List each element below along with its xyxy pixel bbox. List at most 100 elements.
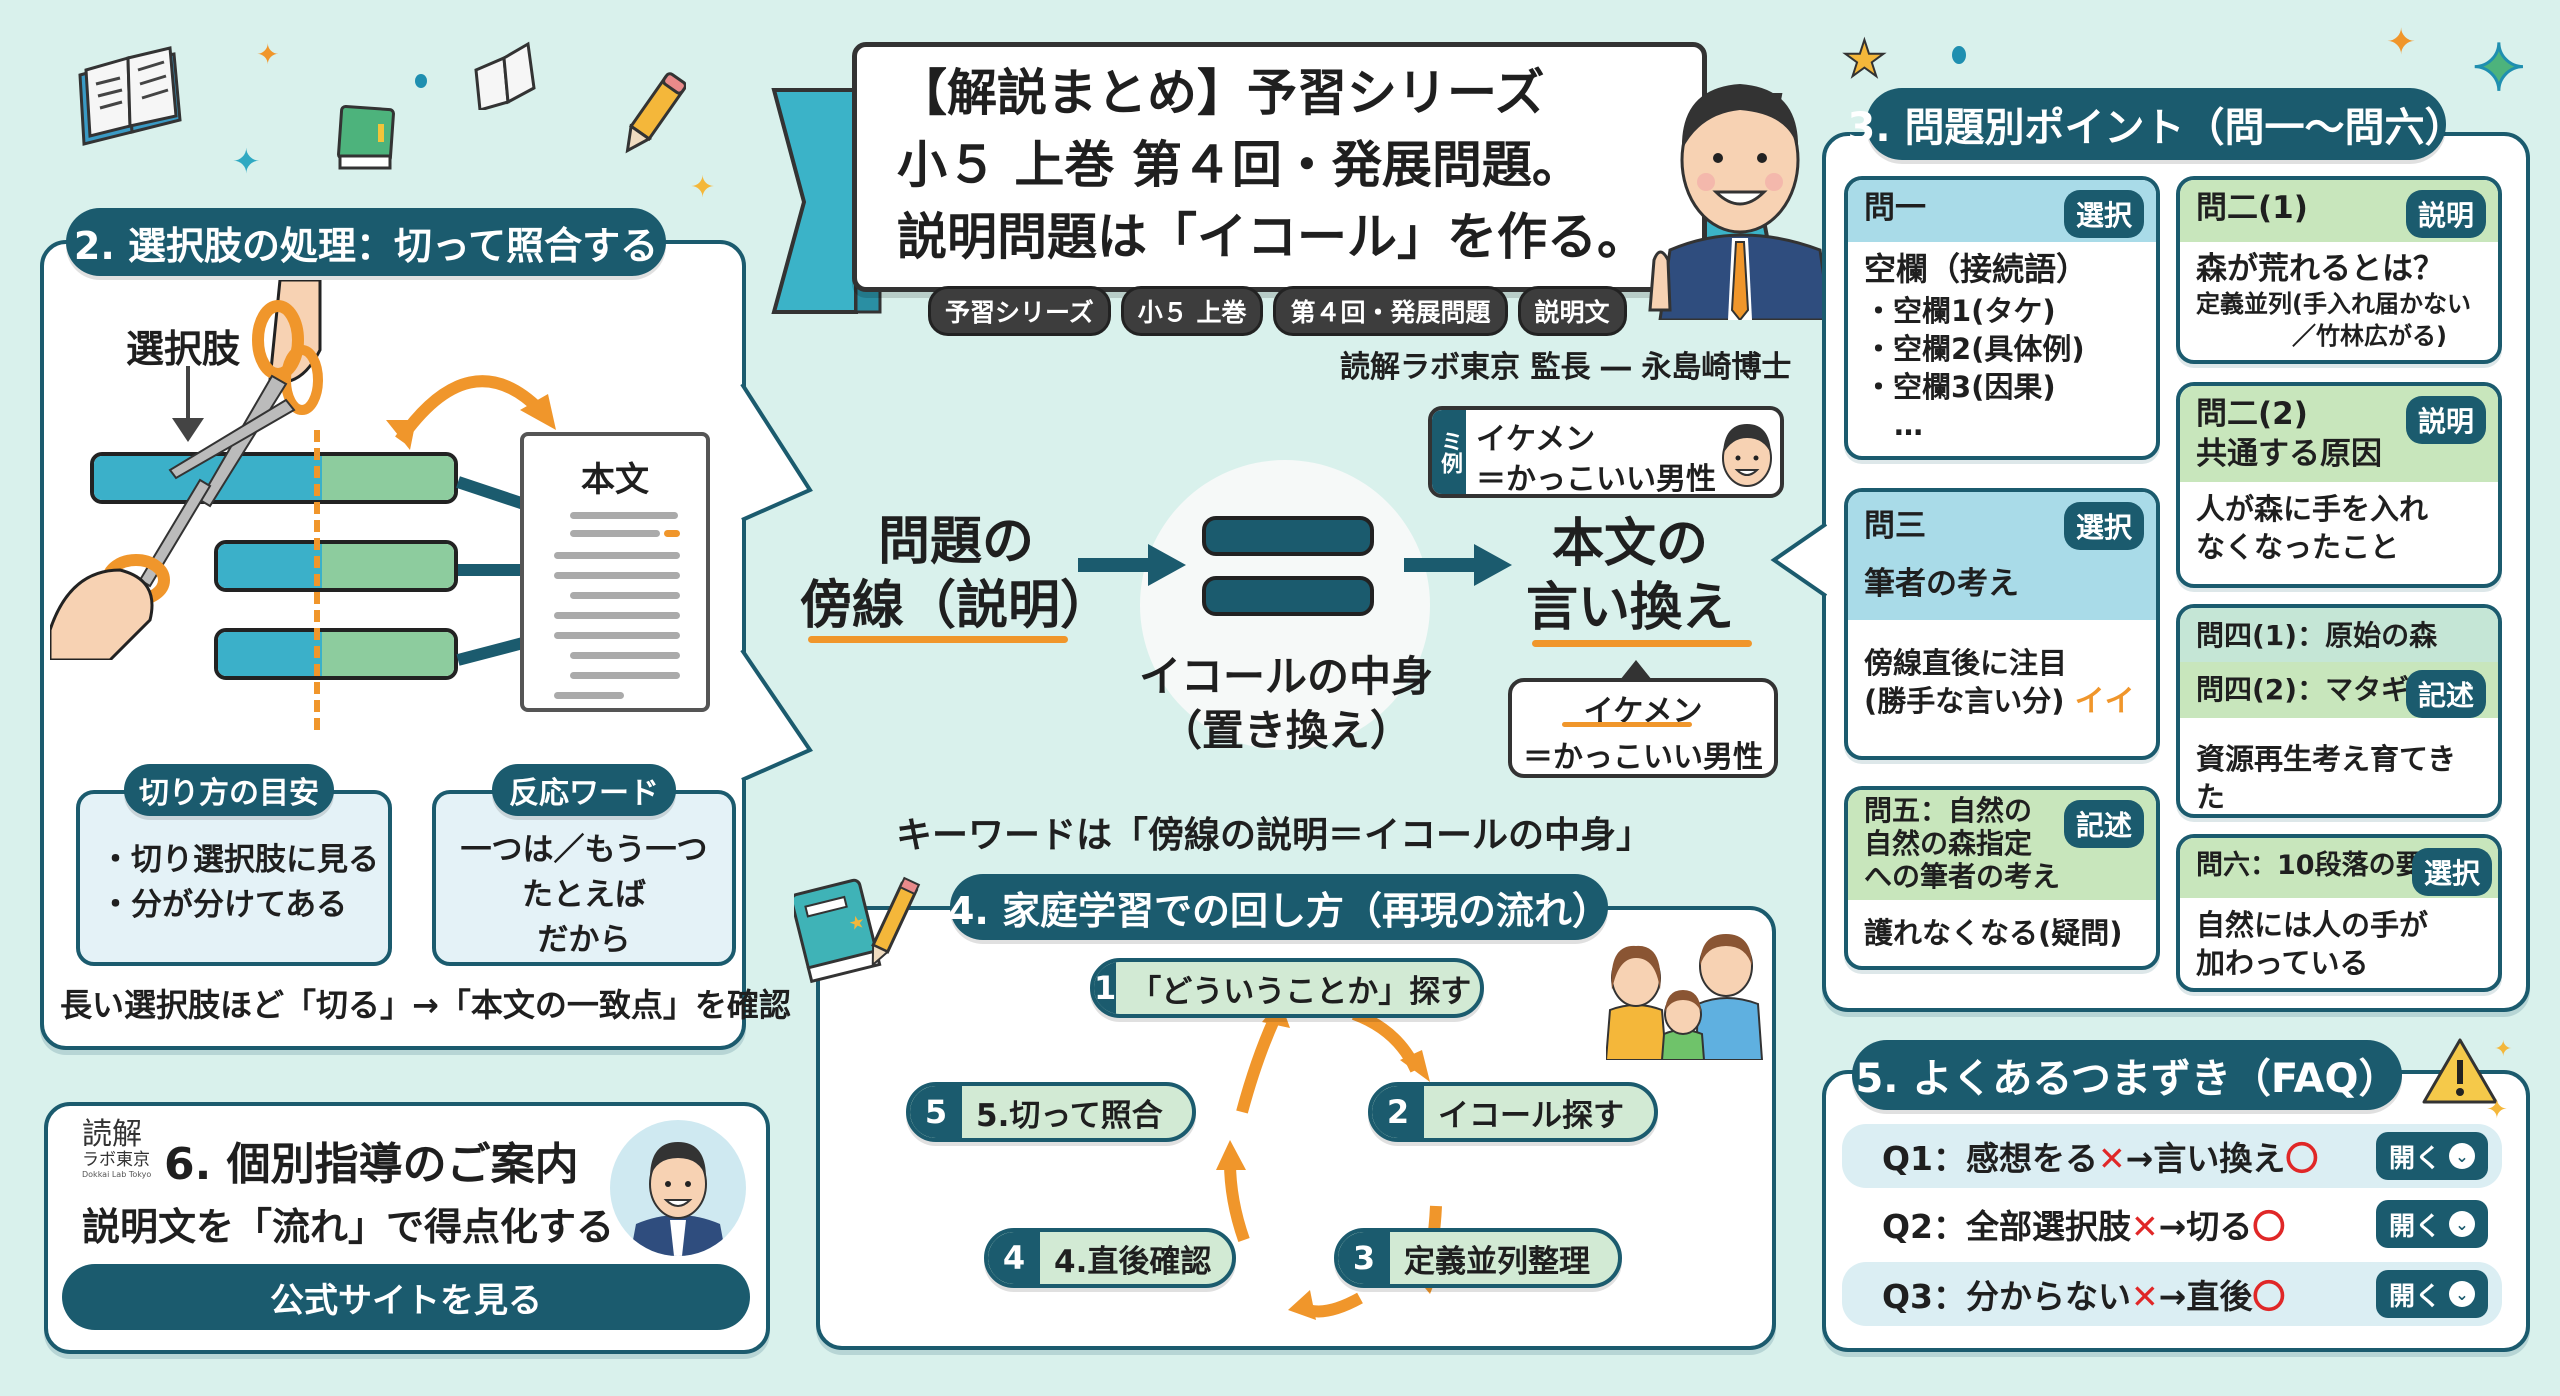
svg-text:✦: ✦ [2486, 1095, 2508, 1120]
type-badge: 記述 [2405, 670, 2486, 718]
correct-mark-icon: 〇 [2285, 1139, 2319, 1178]
sparkle-icon: ✦ [232, 142, 261, 182]
type-badge: 説明 [2405, 396, 2486, 444]
equal-bar-top [1202, 516, 1374, 556]
question-card-1: 問一選択 空欄（接続語） ・空欄1(タケ) ・空欄2(具体例) ・空欄3(因果)… [1844, 176, 2160, 460]
faq-open-button[interactable]: 開く⌄ [2376, 1270, 2488, 1318]
sparkle-icon: ✦ [256, 38, 280, 71]
cut-guide-box: ・切り選択肢に見る ・分が分けてある [76, 790, 392, 966]
family-illustration [1606, 934, 1764, 1060]
star-icon: ★ [1841, 29, 1888, 89]
chevron-down-icon: ⌄ [2449, 1211, 2475, 1237]
dot-decoration [1952, 46, 1966, 64]
warning-icon: ✦ ✦ [2422, 1037, 2512, 1120]
reaction-words-box: 一つは／もう一つ たとえば だから [432, 790, 736, 966]
section6-subtitle: 説明文を「流れ」で得点化する [82, 1205, 615, 1249]
face-icon [1722, 424, 1772, 487]
section3-title: 3. 問題別ポイント（問一〜問六） [1848, 88, 2464, 160]
banner-title-line3: 説明問題は「イコール」を作る。 [897, 208, 1647, 266]
scissors-icon [50, 280, 323, 660]
advisor-avatar [610, 1120, 746, 1256]
type-badge: 選択 [2411, 848, 2492, 896]
rephrase-bubble: イケメン ＝かっこいい男性 [1508, 678, 1778, 778]
green-book-icon [337, 105, 395, 170]
section4-title: 4. 家庭学習での回し方（再現の流れ） [948, 874, 1610, 940]
keyword-line: キーワードは「傍線の説明＝イコールの中身」 [896, 815, 1653, 856]
question-card-4: 問四(1)：原始の森 問四(2)：マタギの記述 資源再生考え育てきた [2176, 604, 2502, 818]
official-site-button[interactable]: 公式サイトを見る [62, 1264, 750, 1330]
question-card-2-1: 問二(1)説明 森が荒れるとは？ 定義並列(手入れ届かない ／竹林広がる) [2176, 176, 2502, 364]
reaction-word: 一つは／もう一つ [460, 832, 708, 868]
left-concept: 問題の 傍線（説明） [800, 510, 1112, 638]
bubble-pointer [1620, 660, 1652, 680]
author-credit: 読解ラボ東京 監長 ― 永島崎博士 [1340, 350, 1792, 385]
right-concept-line: 言い換え [1525, 578, 1734, 638]
question-card-6: 問六：10段落の要点選択 自然には人の手が 加わっている [2176, 834, 2502, 992]
small-book-icon [474, 41, 536, 110]
faq-open-button[interactable]: 開く⌄ [2376, 1200, 2488, 1248]
compare-arrow-icon [386, 375, 556, 450]
choice-bar [214, 628, 458, 680]
example-tab: ミ例 [1432, 410, 1466, 494]
chevron-down-icon: ⌄ [2449, 1143, 2475, 1169]
chevron-down-icon: ⌄ [2449, 1281, 2475, 1307]
question-card-3: 問三筆者の考え選択 傍線直後に注目 (勝手な言い分) イイ [1844, 488, 2160, 760]
banner-title-line2: 小５ 上巻 第４回・発展問題。 [897, 136, 1582, 194]
wrong-mark-icon: ✕ [2131, 1207, 2159, 1246]
type-badge: 選択 [2063, 190, 2144, 238]
question-card-5: 問五：自然の 自然の森指定 への筆者の考え 記述 護れなくなる(疑問) [1844, 786, 2160, 970]
tag[interactable]: 第４回・発展問題 [1273, 286, 1508, 336]
header-banner: 【解説まとめ】予習シリーズ 小５ 上巻 第４回・発展問題。 説明問題は「イコール… [852, 42, 1707, 292]
tag[interactable]: 説明文 [1517, 286, 1627, 336]
wrong-mark-icon: ✕ [2098, 1139, 2126, 1178]
brand-logo: 読解 ラボ東京 Dokkai Lab Tokyo [82, 1117, 152, 1179]
tag[interactable]: 小５ 上巻 [1120, 286, 1264, 336]
sparkle-icon: ✦ [2471, 31, 2528, 108]
dot-decoration [415, 74, 427, 88]
section5-title: 5. よくあるつまずき（FAQ） [1852, 1040, 2402, 1110]
cut-guide-item: ・分が分けてある [100, 887, 348, 923]
right-arrow-icon [1404, 544, 1512, 586]
cut-guide-title: 切り方の目安 [124, 764, 334, 816]
orange-underline [808, 636, 1068, 643]
speech-pointer [740, 382, 814, 780]
faq-open-button[interactable]: 開く⌄ [2376, 1132, 2488, 1180]
correct-mark-icon: 〇 [2252, 1207, 2286, 1246]
down-arrow-icon [172, 418, 204, 442]
left-concept-line: 傍線（説明） [800, 576, 1113, 636]
banner-title-line1: 【解説まとめ】予習シリーズ [897, 64, 1545, 122]
left-concept-line: 問題の [878, 512, 1035, 572]
faq-item-1[interactable]: Q1：感想をる✕→言い換え〇 開く⌄ [1842, 1124, 2502, 1188]
equal-bar-bottom [1202, 576, 1374, 616]
cut-guide-item: ・切り選択肢に見る [100, 842, 379, 878]
type-badge: 記述 [2063, 800, 2144, 848]
cycle-arrows [1216, 1000, 1442, 1320]
document-icon: 本文 [520, 432, 710, 712]
faq-item-3[interactable]: Q3：分からない✕→直後〇 開く⌄ [1842, 1262, 2502, 1326]
pencil-icon [625, 72, 686, 154]
orange-underline [1532, 640, 1752, 647]
type-badge: 説明 [2405, 190, 2486, 238]
choice-label: 選択肢 [126, 327, 241, 371]
type-badge: 選択 [2063, 502, 2144, 550]
faq-item-2[interactable]: Q2：全部選択肢✕→切る〇 開く⌄ [1842, 1192, 2502, 1256]
section6-title: 6. 個別指導のご案内 [164, 1139, 579, 1190]
svg-text:★: ★ [847, 911, 868, 935]
correct-mark-icon: 〇 [2252, 1277, 2286, 1316]
ribbon-left [771, 88, 882, 314]
choice-bar [214, 540, 458, 592]
document-label: 本文 [581, 460, 649, 500]
section2-title: 2. 選択肢の処理：切って照合する [66, 208, 666, 276]
tag[interactable]: 予習シリーズ [928, 286, 1111, 336]
reaction-words-title: 反応ワード [492, 764, 676, 816]
cycle-step-1: 1「どういうことか」探す [1090, 958, 1484, 1018]
svg-text:✦: ✦ [2494, 1037, 2512, 1062]
question-card-2-2: 問二(2)共通する原因説明 人が森に手を入れ なくなったこと [2176, 382, 2502, 588]
cut-line [314, 430, 320, 730]
section2-footer: 長い選択肢ほど「切る」→「本文の一致点」を確認 [60, 986, 791, 1024]
choice-bar [90, 452, 458, 504]
